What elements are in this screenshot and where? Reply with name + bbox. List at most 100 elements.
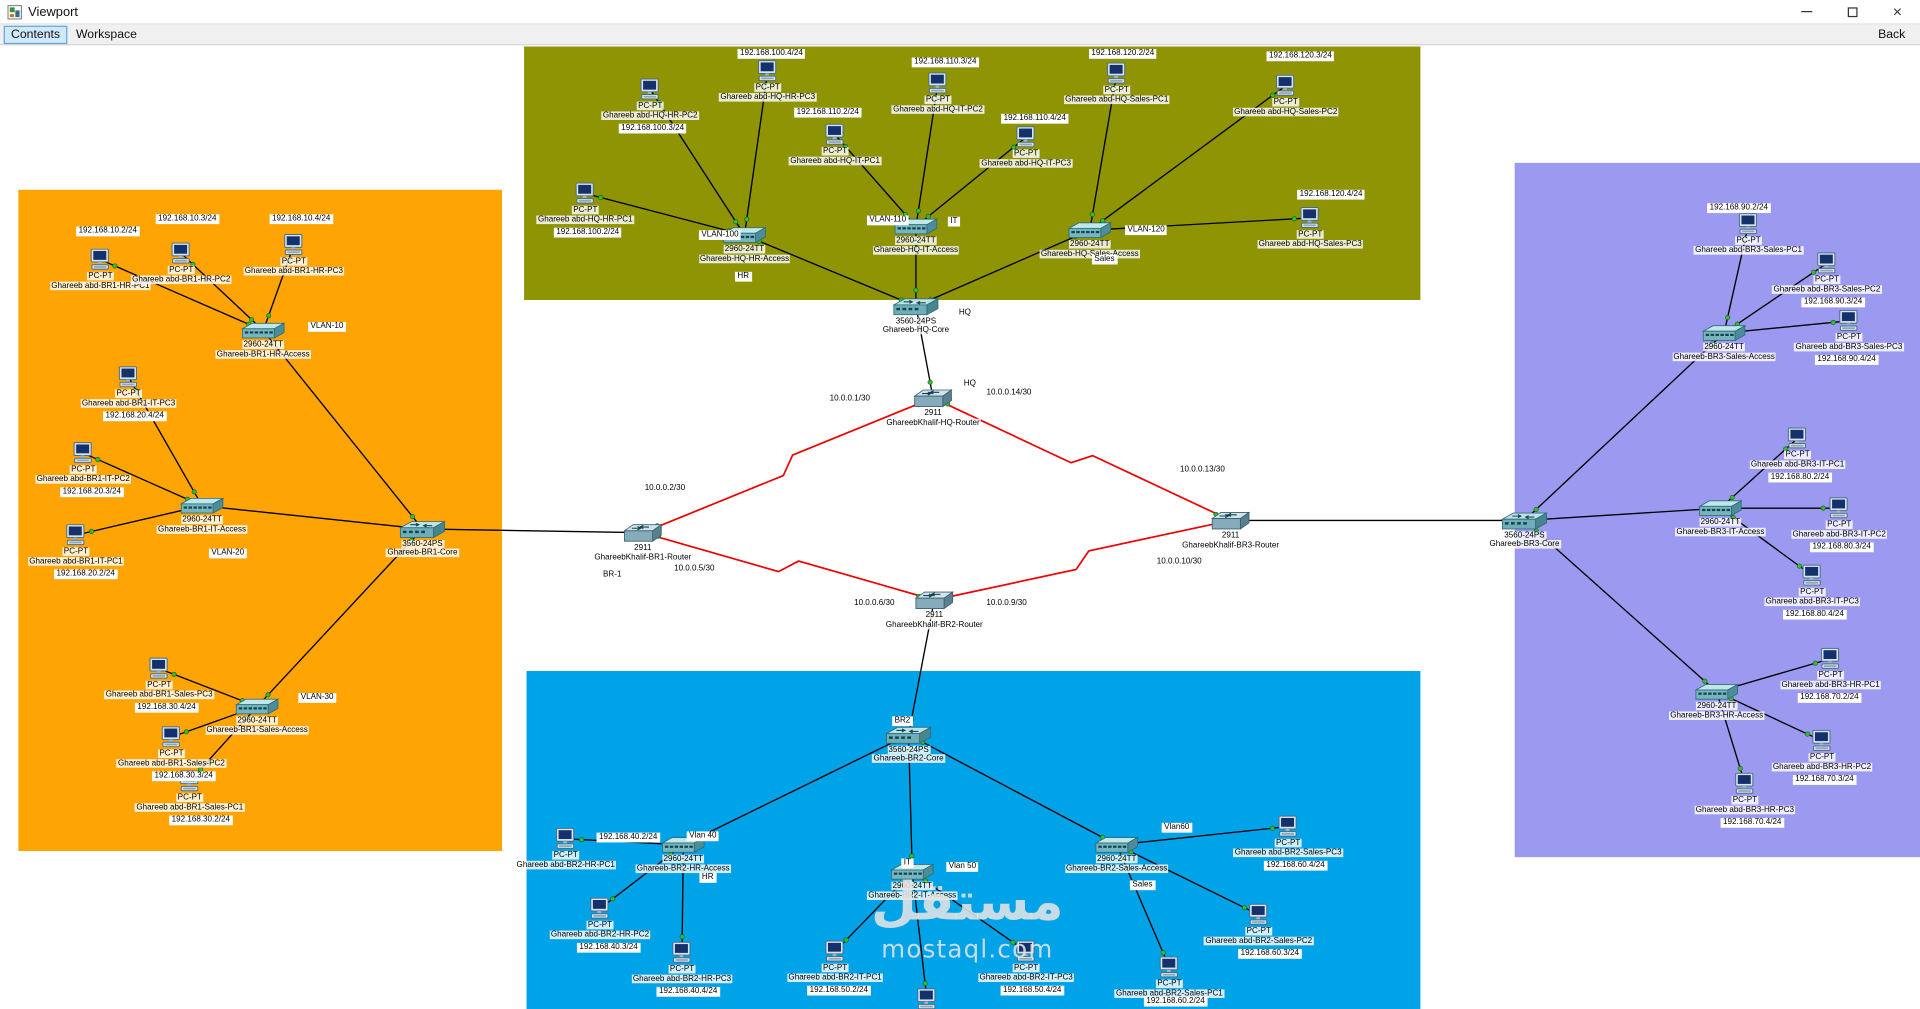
device-br1-sales-pc2[interactable] — [159, 726, 183, 748]
device-br1-it-pc2[interactable] — [71, 442, 95, 464]
link-br1-hr-pc1-br1-hr-sw[interactable] — [100, 258, 264, 332]
device-br2-hr-pc2[interactable] — [588, 897, 612, 920]
device-br2-hr-pc3[interactable] — [670, 941, 694, 964]
device-br3-sales-pc2[interactable] — [1815, 252, 1839, 274]
device-hq-sales-pc2[interactable] — [1273, 74, 1297, 97]
device-br1-it-sw[interactable] — [179, 497, 225, 514]
device-hq-rtr[interactable] — [913, 388, 953, 408]
link-br1-it-pc3-br1-it-sw[interactable] — [127, 376, 203, 507]
maximize-button[interactable] — [1829, 0, 1874, 23]
note-label: 192.168.70.4/24 — [1720, 817, 1784, 828]
device-br3-hr-pc2[interactable] — [1810, 729, 1834, 752]
device-br3-sales-pc1[interactable] — [1736, 213, 1760, 235]
link-hq-it-pc3-hq-it-sw[interactable] — [915, 136, 1027, 228]
device-br2-sales-sw[interactable] — [1094, 836, 1140, 853]
device-br1-rtr[interactable] — [623, 523, 663, 543]
link-br2-hr-sw-br2-core[interactable] — [682, 734, 909, 846]
tab-workspace[interactable]: Workspace — [75, 27, 137, 42]
link-br1-rtr-br2-rtr[interactable] — [642, 531, 935, 601]
device-br1-core[interactable] — [398, 520, 447, 538]
device-br2-sales-pc3[interactable] — [1276, 815, 1300, 838]
device-hq-sales-sw[interactable] — [1067, 222, 1113, 239]
link-br1-core-br1-rtr[interactable] — [422, 528, 643, 534]
link-br3-sales-sw-br3-core[interactable] — [1524, 332, 1725, 521]
device-br2-it-pc1[interactable] — [823, 940, 847, 962]
link-br3-sales-pc2-br3-sales-sw[interactable] — [1723, 262, 1828, 334]
link-br2-sales-sw-br2-core[interactable] — [908, 734, 1118, 846]
link-br2-sales-pc2-br2-sales-sw[interactable] — [1116, 844, 1260, 916]
device-br3-it-sw[interactable] — [1697, 500, 1743, 517]
device-hq-it-pc3[interactable] — [1014, 126, 1038, 148]
device-br1-hr-pc1[interactable] — [88, 248, 112, 271]
device-br1-sales-sw[interactable] — [234, 698, 280, 715]
switch-icon — [1067, 222, 1113, 239]
minimize-button[interactable] — [1784, 0, 1829, 23]
device-br1-it-pc3[interactable] — [116, 366, 140, 388]
device-br2-rtr[interactable] — [914, 590, 954, 610]
device-br1-sales-pc3[interactable] — [147, 657, 171, 680]
link-br3-hr-pc2-br3-hr-sw[interactable] — [1716, 691, 1823, 742]
device-br1-hr-sw[interactable] — [240, 322, 286, 339]
device-br1-hr-pc3[interactable] — [282, 233, 306, 256]
device-hq-it-pc2[interactable] — [926, 72, 950, 94]
device-br2-hr-pc1[interactable] — [553, 827, 577, 850]
device-br3-it-pc1[interactable] — [1785, 427, 1809, 449]
device-br3-hr-pc1[interactable] — [1818, 647, 1842, 670]
link-hq-sales-sw-hq-core[interactable] — [915, 229, 1091, 307]
link-br1-it-pc2-br1-it-sw[interactable] — [82, 452, 203, 507]
device-br3-hr-pc3[interactable] — [1733, 772, 1757, 795]
device-hq-sales-pc1[interactable] — [1104, 62, 1128, 84]
link-br2-sales-pc3-br2-sales-sw[interactable] — [1116, 825, 1289, 846]
device-br3-sales-pc3[interactable] — [1837, 309, 1861, 332]
link-status-dot — [1533, 506, 1539, 513]
device-br3-rtr[interactable] — [1210, 511, 1251, 531]
device-hq-hr-pc1[interactable] — [573, 182, 597, 204]
link-hq-rtr-br1-rtr[interactable] — [642, 397, 934, 534]
device-br2-sales-pc2[interactable] — [1247, 903, 1271, 926]
link-hq-rtr-br3-rtr[interactable] — [932, 397, 1231, 522]
device-br2-hr-sw[interactable] — [660, 836, 706, 853]
device-hq-hr-pc3[interactable] — [756, 60, 780, 82]
device-hq-core[interactable] — [892, 297, 940, 315]
link-br1-sales-sw-br1-core[interactable] — [256, 528, 423, 707]
device-br2-core[interactable] — [884, 726, 933, 744]
device-br1-hr-pc2[interactable] — [169, 242, 193, 264]
pc-icon — [1738, 213, 1758, 235]
pc-icon — [556, 827, 575, 849]
link-hq-hr-sw-hq-core[interactable] — [744, 234, 917, 307]
device-br1-it-pc1[interactable] — [64, 524, 88, 546]
pc-icon — [171, 242, 190, 264]
link-br1-hr-sw-br1-core[interactable] — [262, 330, 423, 530]
link-br3-hr-sw-br3-core[interactable] — [1524, 519, 1718, 693]
link-br1-hr-pc2-br1-hr-sw[interactable] — [180, 252, 264, 332]
device-hq-sales-pc3[interactable] — [1298, 207, 1322, 229]
link-hq-hr-pc1-hq-hr-sw[interactable] — [585, 192, 745, 236]
back-button[interactable]: Back — [1878, 27, 1906, 42]
device-hq-it-pc1[interactable] — [823, 123, 847, 146]
device-br3-sales-sw[interactable] — [1701, 324, 1747, 342]
device-br3-hr-sw[interactable] — [1694, 683, 1740, 700]
device-br2-sales-pc1[interactable] — [1157, 956, 1181, 978]
device-br2-it-pc2[interactable] — [915, 988, 939, 1009]
link-hq-it-pc1-hq-it-sw[interactable] — [834, 134, 917, 227]
link-br1-it-sw-br1-core[interactable] — [201, 505, 423, 530]
close-button[interactable]: × — [1892, 2, 1902, 21]
device-br3-core[interactable] — [1500, 511, 1549, 530]
device-br3-it-pc3[interactable] — [1800, 564, 1824, 586]
pc-icon — [1278, 815, 1297, 837]
link-br3-it-sw-br3-core[interactable] — [1524, 507, 1721, 522]
note-label: 192.168.30.4/24 — [134, 702, 199, 713]
link-hq-sales-pc3-hq-sales-sw[interactable] — [1089, 217, 1311, 231]
device-hq-hr-pc2[interactable] — [638, 78, 662, 100]
device-br3-it-pc2[interactable] — [1827, 497, 1851, 519]
tab-contents[interactable]: Contents — [3, 25, 68, 44]
note-label: 10.0.0.9/30 — [983, 598, 1030, 609]
link-br2-rtr-br3-rtr[interactable] — [934, 519, 1231, 601]
device-br2-it-pc3[interactable] — [1014, 940, 1038, 962]
link-status-dot — [922, 980, 928, 986]
